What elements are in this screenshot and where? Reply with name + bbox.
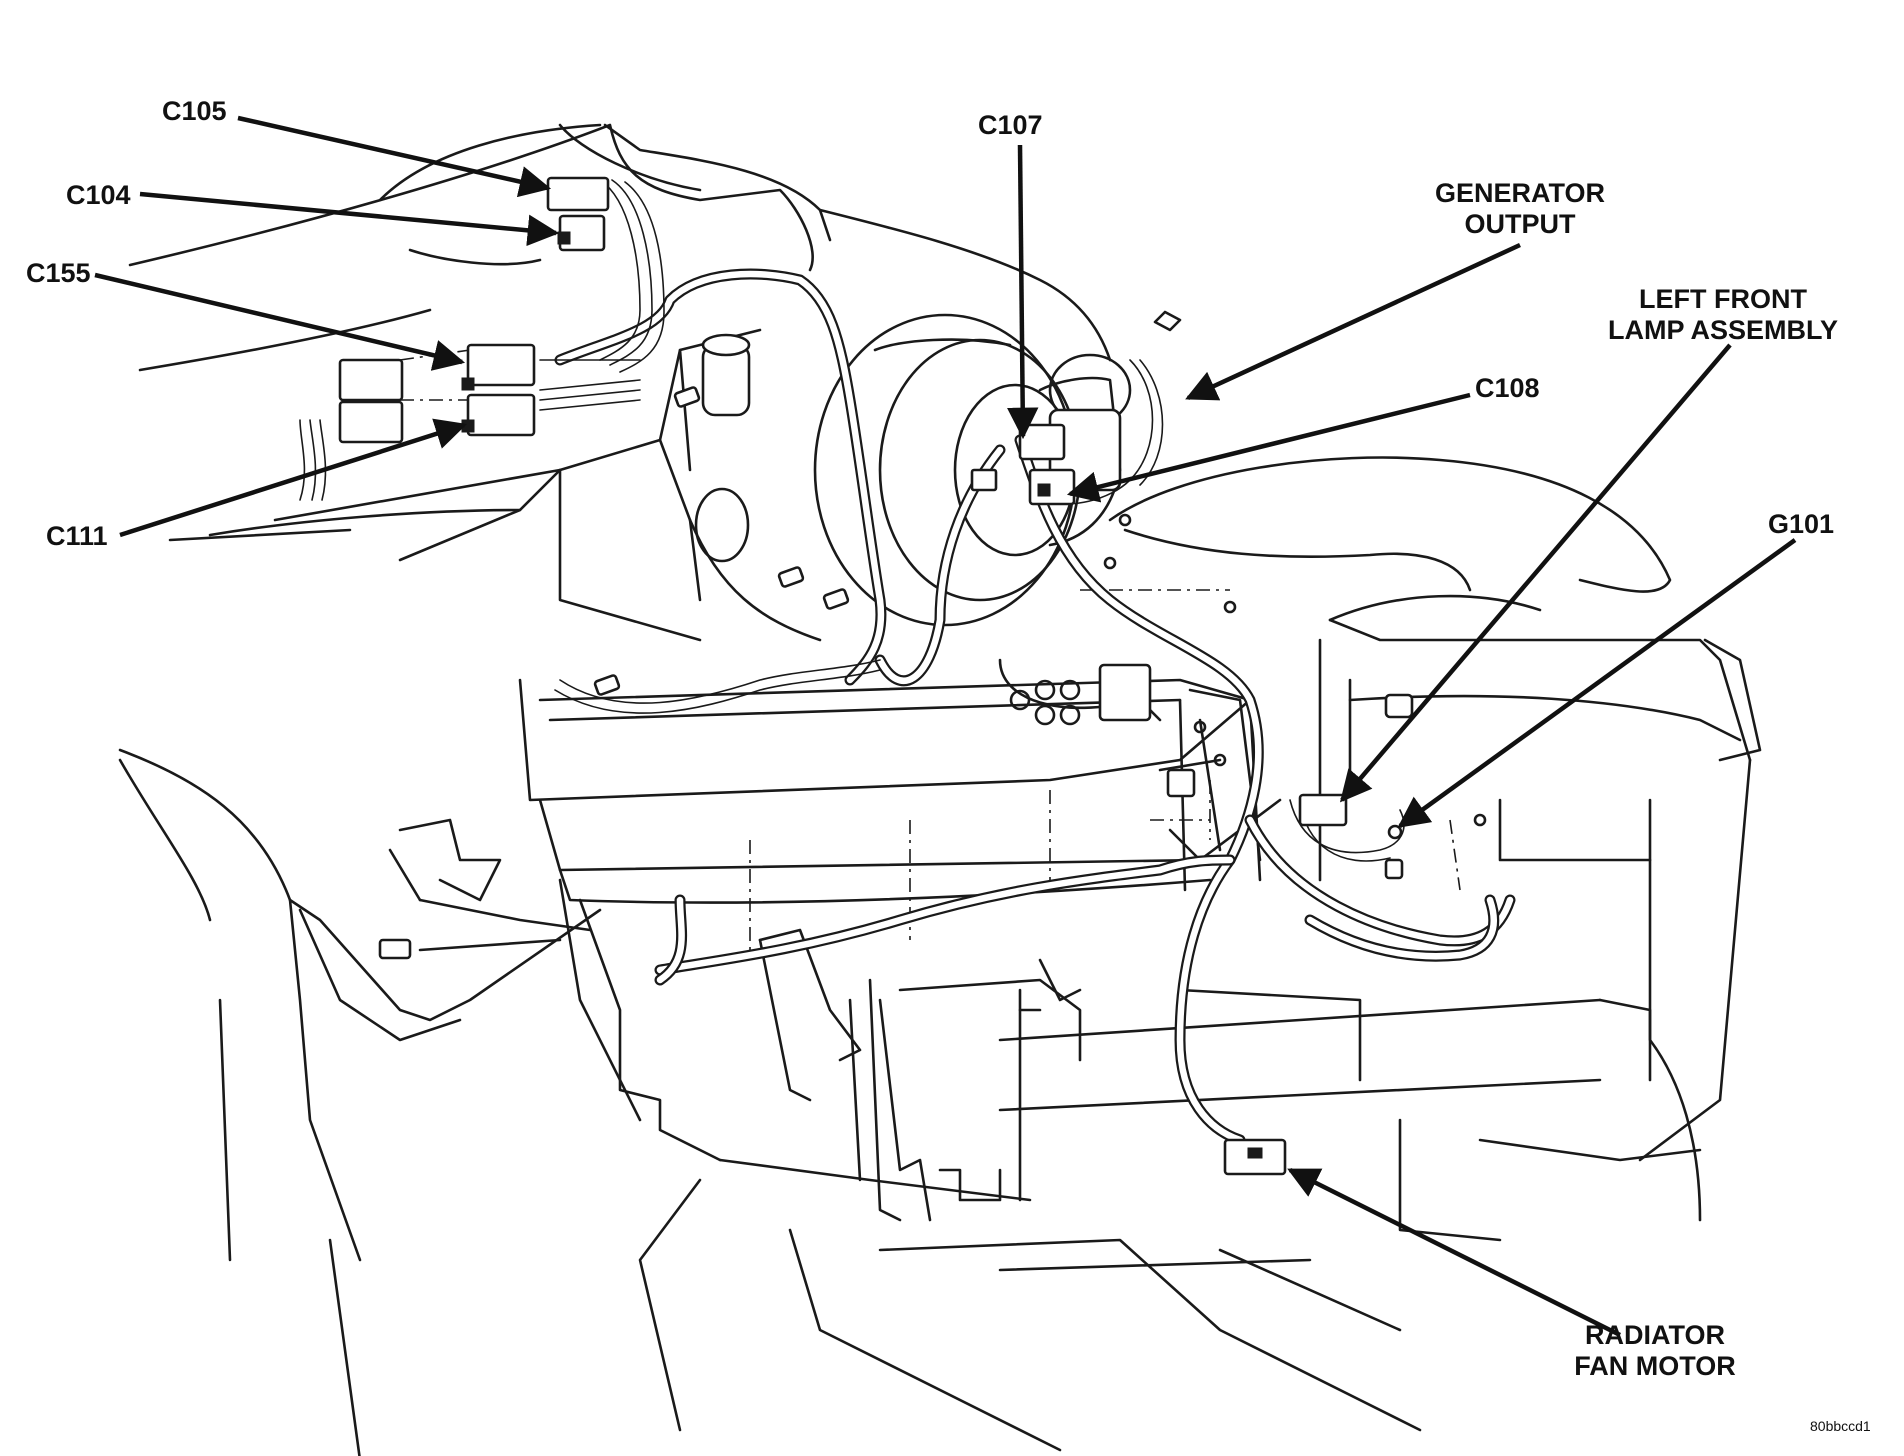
figure-code: 80bbccd1: [1810, 1418, 1871, 1434]
label-c155: C155: [26, 258, 91, 288]
label-c111: C111: [46, 521, 108, 551]
left-bracket: [118, 748, 602, 1456]
label-c108: C108: [1475, 373, 1540, 403]
label-c105: C105: [162, 96, 227, 126]
label-c107: C107: [978, 110, 1043, 140]
label-g101: G101: [1768, 509, 1835, 539]
leader-c108: [1066, 392, 1471, 503]
label-left-front-lamp-assembly: LEFT FRONT LAMP ASSEMBLY: [1593, 284, 1853, 346]
leader-left-front-lamp: [1339, 343, 1732, 803]
label-left-front-lamp-assembly-text: LEFT FRONT LAMP ASSEMBLY: [1607, 284, 1839, 345]
right-fender: [1108, 456, 1762, 1242]
leader-c155: [94, 272, 466, 371]
label-radiator-fan-motor: RADIATOR FAN MOTOR: [1560, 1320, 1750, 1382]
leader-g101: [1397, 538, 1797, 828]
leader-arrows: [94, 115, 1797, 1338]
bolts: [593, 386, 1487, 880]
connectors: [338, 176, 1403, 1176]
wiring-harness: [299, 179, 1516, 1146]
label-generator-output-text: GENERATOR OUTPUT: [1434, 178, 1605, 239]
label-generator-output: GENERATOR OUTPUT: [1420, 178, 1620, 240]
leader-c111: [119, 418, 468, 538]
leader-generator-output: [1185, 242, 1521, 401]
leader-c107: [1006, 144, 1039, 440]
inner-fender: [168, 328, 822, 642]
label-c104: C104: [66, 180, 131, 210]
radiator-support: [518, 678, 1652, 1452]
center-bracket: [758, 658, 1162, 1182]
leader-radiator-fan-motor: [1287, 1167, 1622, 1338]
label-radiator-fan-motor-text: RADIATOR FAN MOTOR: [1574, 1320, 1736, 1381]
leader-c104: [139, 191, 560, 247]
leader-c105: [237, 115, 552, 198]
